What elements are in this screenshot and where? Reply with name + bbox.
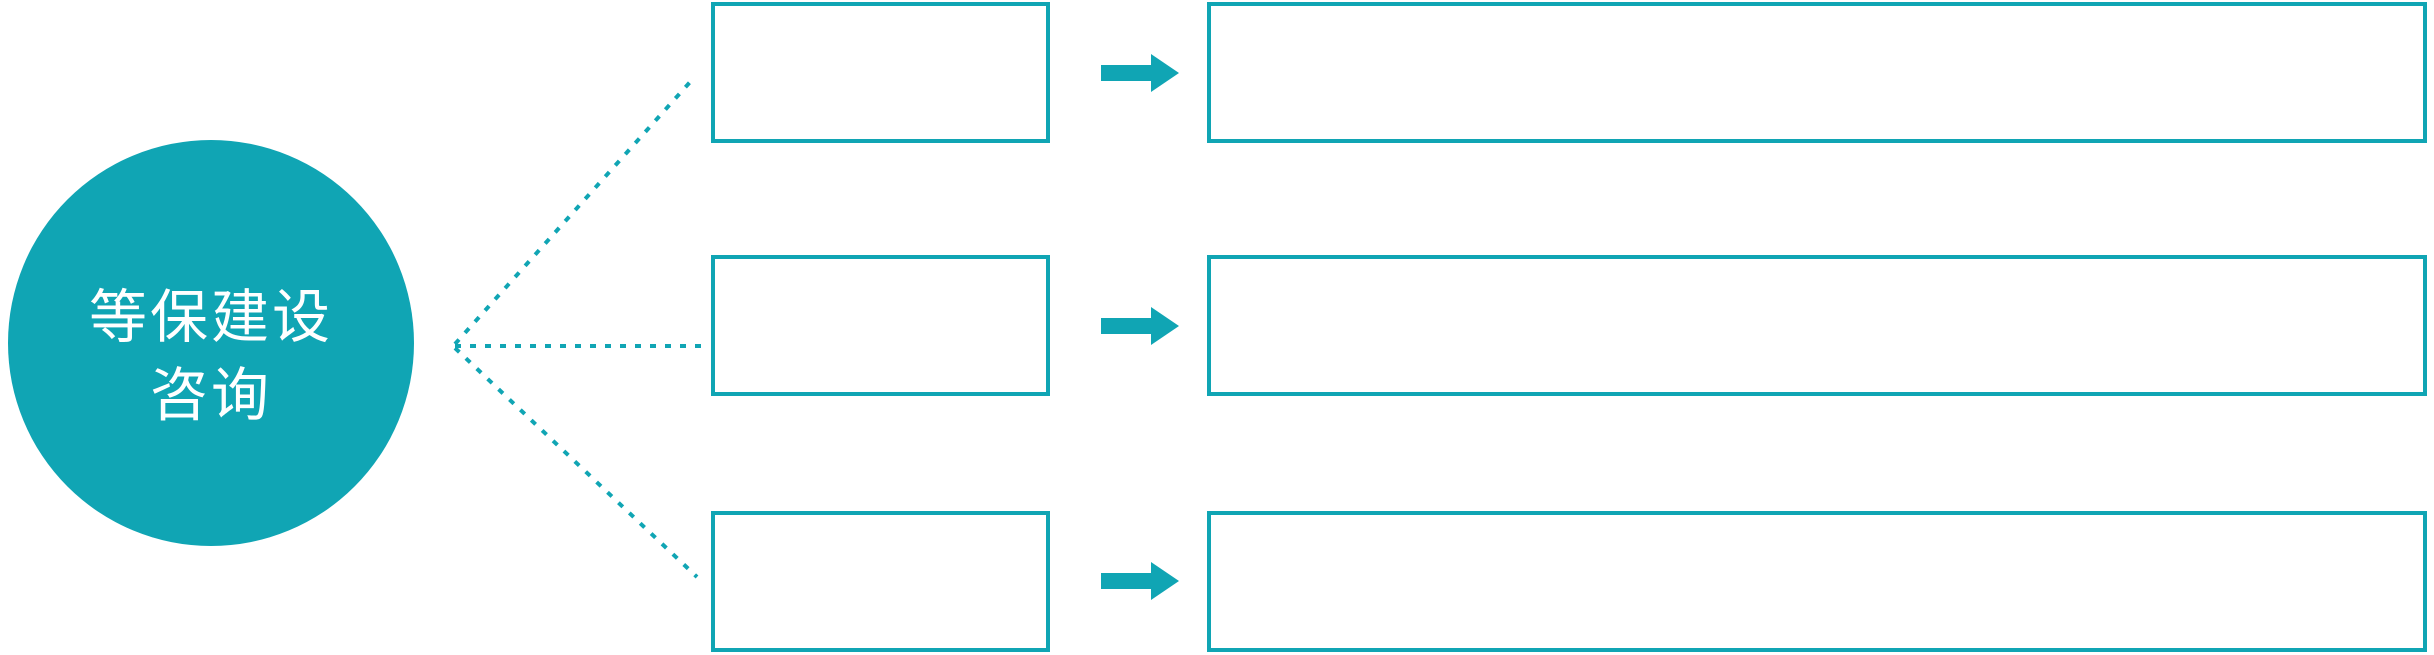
topic-circle: 等保建设 咨询 <box>8 140 414 546</box>
detail-box-2 <box>1207 255 2427 396</box>
detail-box-1 <box>1207 2 2427 143</box>
detail-box-3 <box>1207 511 2427 652</box>
topic-line-1: 等保建设 <box>88 285 333 350</box>
topic-circle-label: 等保建设 咨询 <box>89 279 333 435</box>
right-arrow-icon-1 <box>1101 54 1179 92</box>
dotted-connector-top <box>453 79 693 346</box>
step-box-2 <box>711 255 1050 396</box>
step-box-1 <box>711 2 1050 143</box>
right-arrow-icon-3 <box>1101 562 1179 600</box>
step-box-3 <box>711 511 1050 652</box>
dotted-connector-bottom <box>453 346 699 579</box>
topic-line-2: 咨询 <box>149 363 272 428</box>
right-arrow-icon-2 <box>1101 307 1179 345</box>
